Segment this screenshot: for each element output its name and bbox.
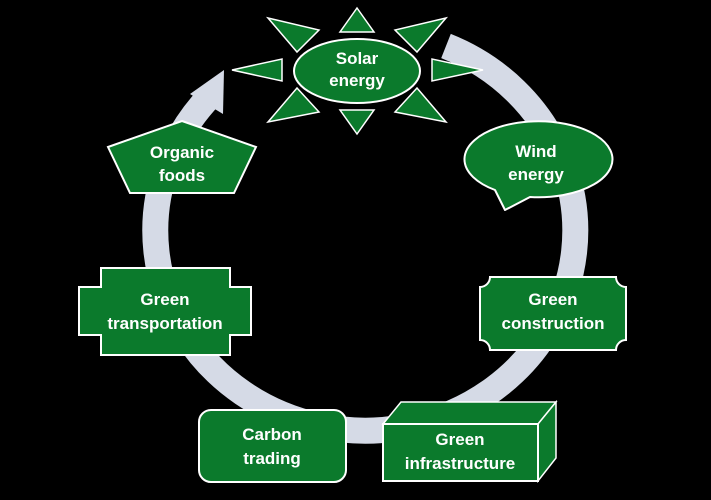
- construction-shape: [479, 276, 627, 351]
- wind-energy-node: Wind energy: [463, 120, 614, 211]
- pentagon-shape: [106, 119, 258, 194]
- green-construction-node: Green construction: [479, 276, 627, 351]
- carbon-trading-label-line1: Carbon: [242, 425, 302, 444]
- organic-foods-label-line2: foods: [159, 166, 205, 185]
- solar-energy-node: Solar energy: [231, 6, 484, 136]
- wind-energy-label-line1: Wind: [515, 142, 556, 161]
- green-infrastructure-label-line2: infrastructure: [405, 454, 516, 473]
- wind-energy-label-line2: energy: [508, 165, 564, 184]
- organic-foods-label-line1: Organic: [150, 143, 214, 162]
- green-infrastructure-node: Green infrastructure: [381, 399, 558, 484]
- carbon-trading-shape: [198, 409, 347, 483]
- solar-energy-label-line2: energy: [329, 71, 385, 90]
- green-transportation-node: Green transportation: [78, 267, 252, 356]
- green-construction-label-line2: construction: [502, 314, 605, 333]
- carbon-trading-label-line2: trading: [243, 449, 301, 468]
- green-transportation-label-line2: transportation: [107, 314, 222, 333]
- green-infrastructure-label-line1: Green: [435, 430, 484, 449]
- speech-bubble-shape: [463, 120, 614, 211]
- carbon-trading-node: Carbon trading: [198, 409, 347, 483]
- sun-rays: [231, 6, 484, 136]
- cube-front-face: [382, 423, 539, 482]
- solar-energy-label-line1: Solar: [336, 49, 379, 68]
- green-transportation-label-line1: Green: [140, 290, 189, 309]
- transportation-shape: [78, 267, 252, 356]
- cube-top-face: [381, 401, 558, 425]
- cycle-arrowhead: [190, 70, 224, 114]
- sun-disk: [293, 38, 421, 104]
- organic-foods-node: Organic foods: [106, 119, 258, 194]
- green-construction-label-line1: Green: [528, 290, 577, 309]
